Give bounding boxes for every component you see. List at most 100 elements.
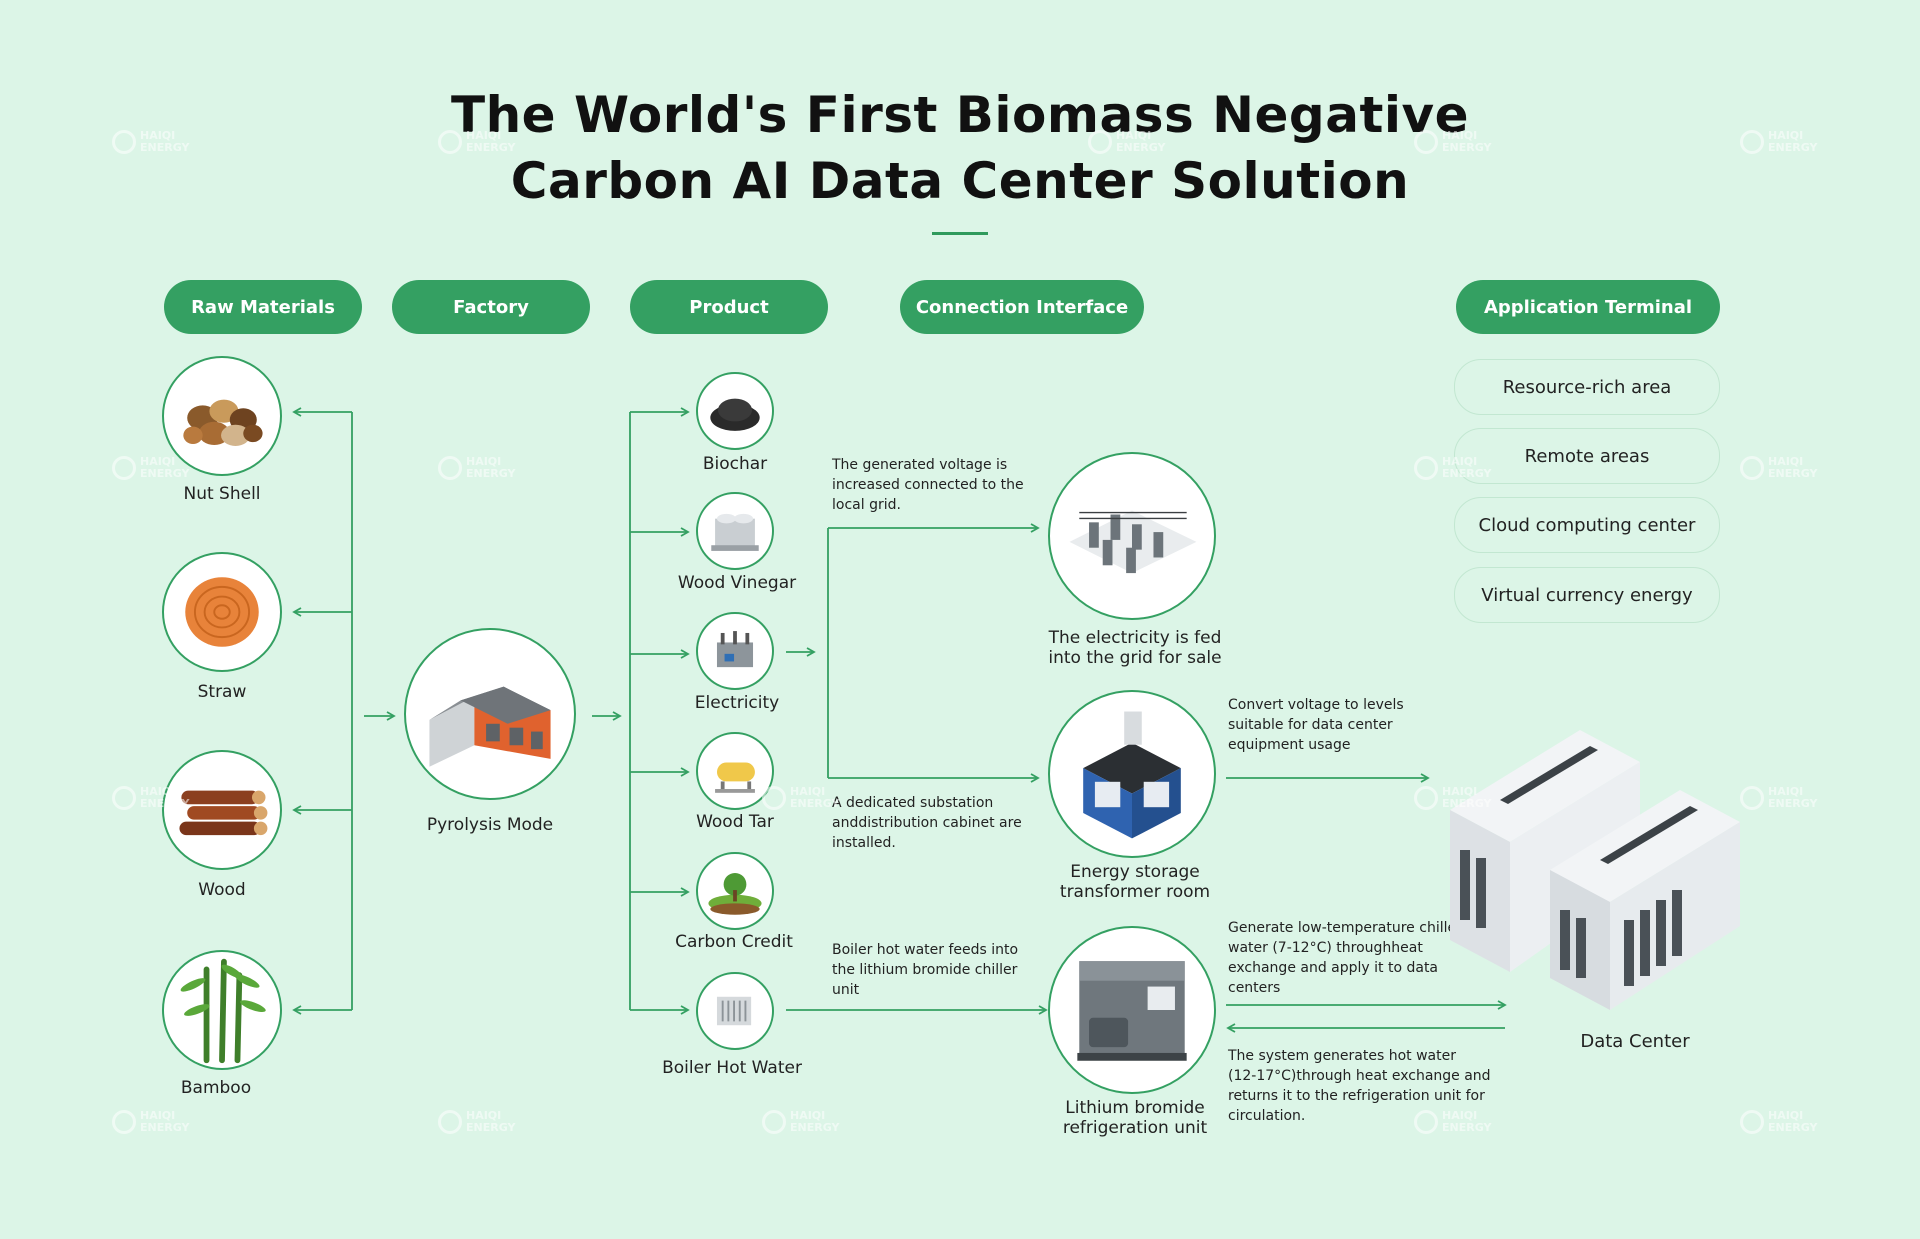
watermark-text: HAIQI (140, 785, 176, 798)
watermark-text: HAIQI (790, 785, 826, 798)
watermark-text: ENERGY (1442, 141, 1492, 154)
watermark-text: HAIQI (1768, 1109, 1804, 1122)
page-title: The World's First Biomass Negative Carbo… (0, 82, 1920, 214)
haiqi-logo-icon (112, 786, 136, 810)
label-line: Lithium bromide (1065, 1098, 1205, 1118)
chiller-unit-icon (1048, 926, 1216, 1094)
note-boiler-feed: Boiler hot water feeds into the lithium … (832, 940, 1042, 1000)
watermark-text: HAIQI (140, 129, 176, 142)
watermark-text: ENERGY (1116, 141, 1166, 154)
watermark-text: HAIQI (466, 129, 502, 142)
watermark-text: HAIQI (1768, 785, 1804, 798)
watermark-text: ENERGY (1768, 1121, 1818, 1134)
watermark-text: ENERGY (1768, 141, 1818, 154)
product-label: Biochar (702, 454, 768, 474)
application-item: Remote areas (1454, 428, 1720, 484)
watermark-text: ENERGY (140, 1121, 190, 1134)
watermark-text: ENERGY (1442, 1121, 1492, 1134)
factory-label: Pyrolysis Mode (426, 815, 554, 835)
note-line: centers (1228, 980, 1281, 996)
title-line-1: The World's First Biomass Negative (450, 86, 1470, 144)
watermark-text: HAIQI (1442, 1109, 1478, 1122)
factory-building-icon (404, 628, 576, 800)
watermark-text: ENERGY (140, 467, 190, 480)
nut-shell-icon (162, 356, 282, 476)
boiler-icon (696, 972, 774, 1050)
label-line: into the grid for sale (1048, 648, 1222, 668)
bamboo-icon (162, 950, 282, 1070)
title-line-2: Carbon AI Data Center Solution (510, 152, 1410, 210)
watermark-text: HAIQI (1768, 129, 1804, 142)
product-label: Wood Vinegar (677, 573, 797, 593)
watermark-text: HAIQI (140, 455, 176, 468)
label-line: Energy storage (1070, 862, 1200, 882)
label-line: The electricity is fed (1048, 628, 1222, 648)
haiqi-logo-icon (1414, 1110, 1438, 1134)
log-pile-icon (162, 750, 282, 870)
product-label: Wood Tar (696, 812, 774, 832)
haiqi-logo-icon (438, 130, 462, 154)
note-line: circulation. (1228, 1108, 1306, 1124)
watermark-text: HAIQI (1442, 455, 1478, 468)
note-line: The generated voltage is (832, 457, 1008, 473)
note-line: suitable for data center (1228, 717, 1393, 733)
title-underline (932, 232, 988, 235)
raw-material-label: Wood (198, 880, 246, 900)
note-line: local grid. (832, 497, 901, 513)
island-tree-icon (696, 852, 774, 930)
haiqi-logo-icon (1414, 786, 1438, 810)
note-line: equipment usage (1228, 737, 1351, 753)
watermark-text: ENERGY (466, 1121, 516, 1134)
watermark-text: HAIQI (1768, 455, 1804, 468)
haiqi-logo-icon (1088, 130, 1112, 154)
note-convert-voltage: Convert voltage to levels suitable for d… (1228, 695, 1448, 755)
haiqi-logo-icon (1740, 786, 1764, 810)
watermark-text: HAIQI (1442, 129, 1478, 142)
header-factory: Factory (392, 280, 590, 334)
haiqi-logo-icon (762, 1110, 786, 1134)
transformer-room-label: Energy storage transformer room (1030, 862, 1240, 902)
note-line: returns it to the refrigeration unit for (1228, 1088, 1485, 1104)
application-item: Resource-rich area (1454, 359, 1720, 415)
raw-material-label: Bamboo (180, 1078, 252, 1098)
watermark-text: HAIQI (466, 1109, 502, 1122)
haiqi-logo-icon (1414, 130, 1438, 154)
note-line: water (7-12°C) throughheat (1228, 940, 1423, 956)
header-raw-materials: Raw Materials (164, 280, 362, 334)
oil-tank-icon (696, 732, 774, 810)
biochar-pile-icon (696, 372, 774, 450)
application-item: Virtual currency energy (1454, 567, 1720, 623)
note-line: Generate low-temperature chilled (1228, 920, 1465, 936)
data-center-label: Data Center (1580, 1031, 1690, 1052)
note-line: Boiler hot water feeds into (832, 942, 1019, 958)
note-line: the lithium bromide chiller (832, 962, 1018, 978)
watermark-text: ENERGY (466, 141, 516, 154)
haiqi-logo-icon (1740, 456, 1764, 480)
chiller-label: Lithium bromide refrigeration unit (1030, 1098, 1240, 1138)
note-substation: A dedicated substation anddistribution c… (832, 793, 1042, 853)
watermark-text: HAIQI (466, 455, 502, 468)
note-line: Convert voltage to levels (1228, 697, 1404, 713)
label-line: transformer room (1059, 882, 1211, 902)
watermark-text: ENERGY (466, 467, 516, 480)
note-line: A dedicated substation (832, 795, 994, 811)
watermark-text: ENERGY (790, 797, 840, 810)
label-line: refrigeration unit (1062, 1118, 1208, 1138)
haiqi-logo-icon (438, 1110, 462, 1134)
watermark-text: ENERGY (1442, 467, 1492, 480)
